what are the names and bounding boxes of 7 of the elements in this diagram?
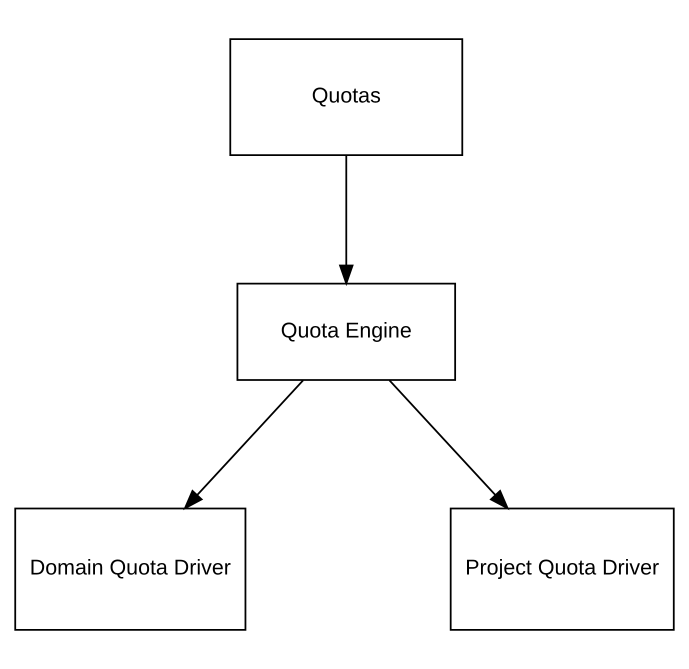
node-box: Quota Engine — [236, 282, 456, 381]
arrow — [183, 380, 304, 510]
arrow — [338, 155, 354, 286]
node-box: Quotas — [229, 38, 464, 156]
node-box: Domain Quota Driver — [14, 508, 246, 631]
node-box: Project Quota Driver — [450, 508, 675, 631]
arrow — [388, 380, 510, 510]
